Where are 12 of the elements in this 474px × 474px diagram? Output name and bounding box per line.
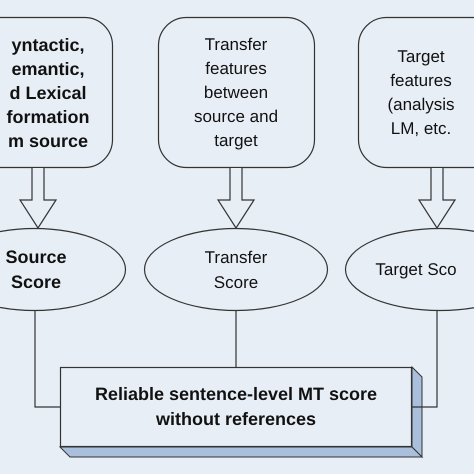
result-text: Reliable sentence-level MT score without references	[94, 383, 378, 431]
node-text: yntactic, emantic, d Lexical formation m source	[6, 34, 90, 152]
connector-line	[34, 311, 60, 408]
connector-line	[412, 311, 438, 408]
node-text: Target features (analysis LM, etc.	[386, 46, 456, 140]
node-text: Source Score	[4, 246, 68, 294]
node-text: Transfer features between source and target	[192, 34, 280, 152]
rounded-box	[158, 17, 315, 168]
node-text: Transfer Score	[204, 246, 268, 294]
node-text: Target Sco	[375, 259, 457, 281]
ellipse-node	[144, 228, 328, 311]
connector-line	[235, 311, 237, 367]
